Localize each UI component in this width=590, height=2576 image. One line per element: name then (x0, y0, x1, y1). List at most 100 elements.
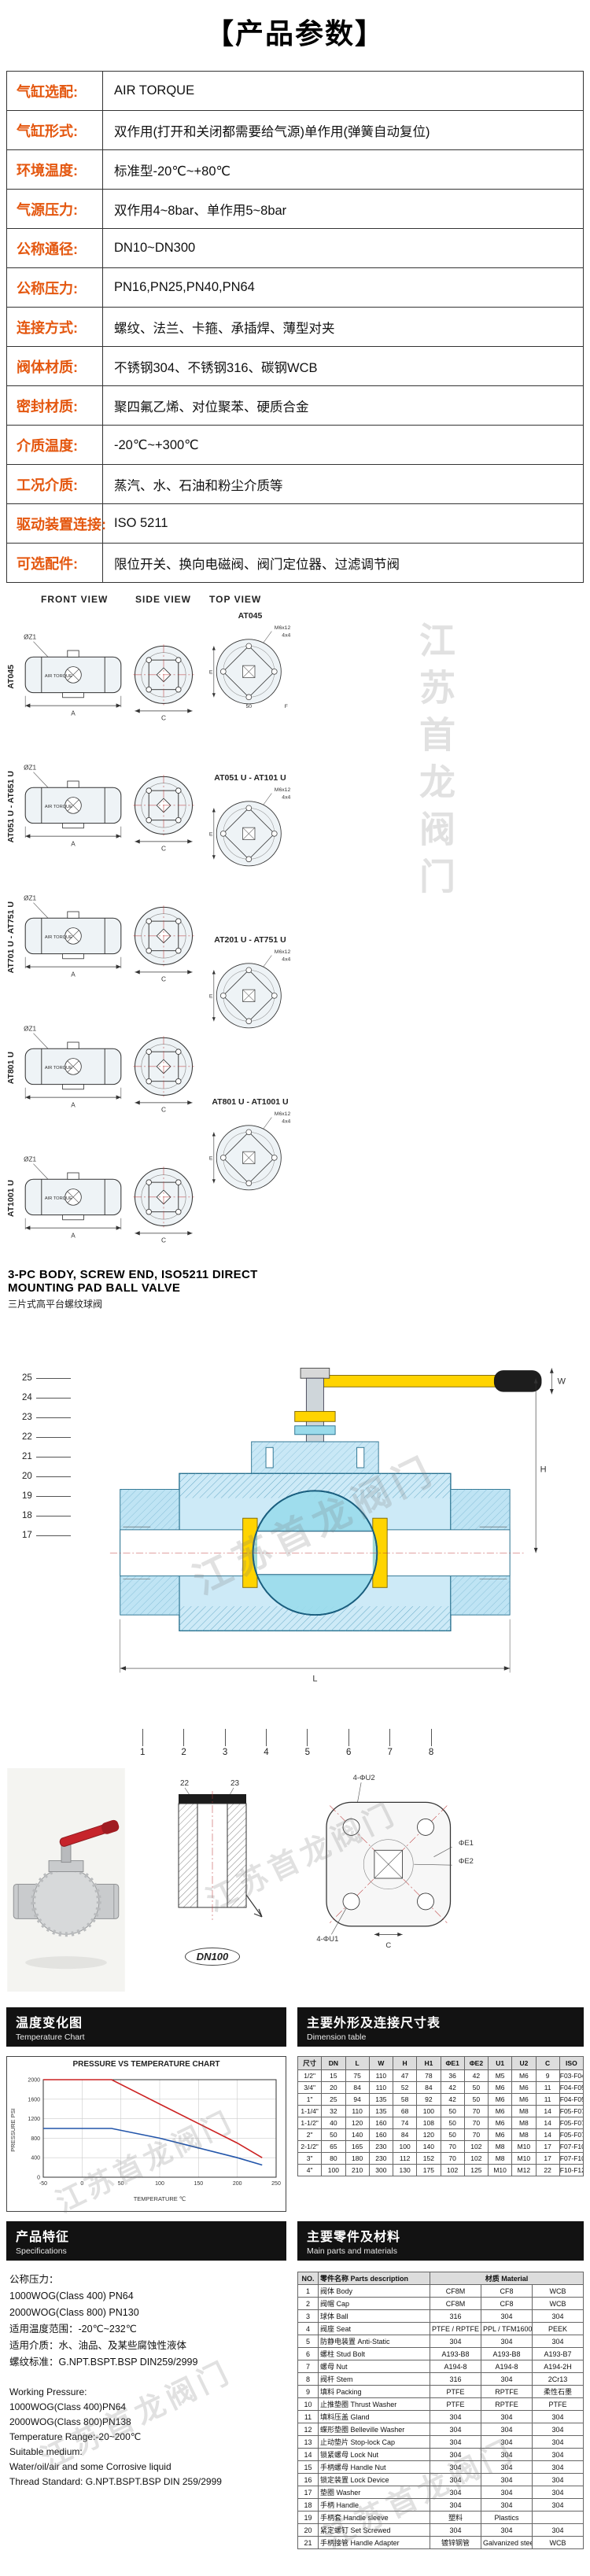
callout-leader-line (307, 1729, 308, 1746)
param-value: 双作用4~8bar、单作用5~8bar (114, 203, 287, 218)
svg-text:PRESSURE PSI: PRESSURE PSI (9, 2108, 17, 2151)
param-value: 双作用(打开和关闭都需要给气源)单作用(弹簧自动复位) (114, 124, 430, 139)
header-zh: 主要零件及材料 (307, 2231, 401, 2244)
param-row: 公称压力: PN16,PN25,PN40,PN64 (7, 268, 583, 308)
svg-text:A: A (71, 1232, 76, 1239)
param-label: 气源压力: (7, 190, 103, 228)
part-callout: 7 (387, 1729, 393, 1757)
svg-text:C: C (161, 1105, 166, 1113)
section-header-specifications: 产品特征 Specifications (6, 2221, 286, 2261)
part-row: 18 手柄 Handle 304 304 304 (297, 2498, 584, 2512)
svg-text:M6x12: M6x12 (275, 949, 291, 955)
dimension-column-header: ΦE1 (440, 2056, 465, 2070)
part-callout: 2 (181, 1729, 186, 1757)
param-row: 气缸形式: 双作用(打开和关闭都需要给气源)单作用(弹簧自动复位) (7, 111, 583, 150)
svg-text:L: L (312, 1675, 317, 1684)
part-row: 10 止推垫圈 Thrust Washer PTFE RPTFE PTFE (297, 2397, 584, 2411)
part-callout: 5 (305, 1729, 310, 1757)
svg-text:AIR TORQUE: AIR TORQUE (45, 1196, 72, 1201)
parts-header-row: NO. 零件名称 Parts description 材质 Material (297, 2272, 584, 2285)
svg-text:4-ΦU2: 4-ΦU2 (353, 1774, 375, 1782)
part-callout: 17 (22, 1531, 71, 1540)
svg-text:A: A (71, 840, 76, 847)
front-view-header: FRONT VIEW (41, 594, 109, 605)
actuator-side-view-drawing: C (133, 644, 194, 721)
spec-line: 适用介质：水、油品、及某些腐蚀性液体 (9, 2340, 187, 2351)
svg-text:C: C (161, 844, 166, 852)
actuator-front-view-drawing: ØZ1 AIR TORQUE (24, 1026, 122, 1108)
part-row: 15 手柄螺母 Handle Nut 304 304 304 (297, 2460, 584, 2474)
svg-text:800: 800 (31, 2136, 40, 2142)
pressure-temperature-chart: PRESSURE VS TEMPERATURE CHART TEMPERATUR… (6, 2056, 286, 2212)
spec-line: Working Pressure: (9, 2386, 87, 2397)
part-callout: 8 (429, 1729, 433, 1757)
svg-text:-50: -50 (39, 2181, 47, 2187)
section-header-temperature-chart: 温度变化图 Temperature Chart (6, 2007, 286, 2047)
svg-text:100: 100 (155, 2181, 164, 2187)
svg-text:200: 200 (233, 2181, 242, 2187)
param-label: 连接方式: (7, 308, 103, 346)
param-row: 连接方式: 螺纹、法兰、卡箍、承插焊、薄型对夹 (7, 308, 583, 347)
callout-leader-line (430, 1729, 432, 1746)
param-label: 气缸选配: (7, 72, 103, 110)
part-row: 13 止动垫片 Stop-lock Cap 304 304 304 (297, 2435, 584, 2449)
header-zh: 温度变化图 (16, 2017, 83, 2030)
svg-text:E: E (209, 993, 213, 999)
param-label: 阀体材质: (7, 347, 103, 385)
page-title: 【产品参数】 (205, 17, 385, 50)
part-row: 7 螺母 Nut A194-8 A194-8 A194-2H (297, 2360, 584, 2373)
svg-text:2000: 2000 (28, 2078, 40, 2084)
actuator-top-view-item: AT045 M6x12 4x4 (206, 611, 294, 773)
valve-product-photo (7, 1768, 125, 1992)
product-parameters-table: 气缸选配: AIR TORQUE 气缸形式: 双作用(打开和关闭都需要给气源)单… (6, 71, 584, 583)
param-row: 气源压力: 双作用4~8bar、单作用5~8bar (7, 190, 583, 229)
top-view-model-label: AT201 U - AT751 U (214, 935, 286, 945)
param-label: 密封材质: (7, 386, 103, 425)
dimension-column-header: U2 (511, 2056, 537, 2070)
actuator-view-row: AT801 U ØZ1 AIR TORQUE (6, 1003, 203, 1133)
part-row: 1 阀体 Body CF8M CF8 WCB (297, 2284, 584, 2298)
param-value: 蒸汽、水、石油和粉尘介质等 (114, 478, 283, 493)
param-value: 不锈钢304、不锈钢316、碳钢WCB (114, 360, 318, 375)
specifications-english: Working Pressure: 1000WOG(Class 400)PN64 2… (9, 2385, 285, 2489)
valve-title-subtitle: 三片式高平台螺纹球阀 (8, 1299, 103, 1310)
seat-section-detail: 22 23 DN100 (149, 1768, 275, 1998)
svg-text:E: E (209, 669, 213, 675)
header-en: Dimension table (307, 2032, 367, 2042)
svg-text:AIR TORQUE: AIR TORQUE (45, 935, 72, 940)
actuator-view-row: AT045 ØZ1 AIR TORQUE (6, 611, 203, 742)
spec-line: 1000WOG(Class 400)PN64 (9, 2401, 127, 2412)
callout-leader-line (142, 1729, 143, 1746)
valve-cross-section-drawing: W (109, 1367, 566, 1684)
svg-text:4x4: 4x4 (282, 794, 290, 800)
dimension-column-header: W (368, 2056, 394, 2070)
svg-text:4-ΦU1: 4-ΦU1 (316, 1935, 338, 1944)
part-row: 8 阀杆 Stem 316 304 2Cr13 (297, 2372, 584, 2386)
actuator-side-view-drawing: C (133, 1166, 194, 1244)
valve-section-title: 3-PC BODY, SCREW END, ISO5211 DIRECT MOU… (8, 1268, 258, 1310)
actuator-top-view-item: AT051 U - AT101 U M6x12 4x4 (206, 773, 294, 935)
param-label: 可选配件: (7, 544, 103, 582)
callout-leader-line (35, 1397, 71, 1399)
param-value: 聚四氟乙烯、对位聚苯、硬质合金 (114, 400, 309, 415)
part-row: 16 锁定装置 Lock Device 304 304 304 (297, 2473, 584, 2486)
part-callout: 6 (346, 1729, 351, 1757)
actuator-top-view-drawing: M6x12 4x4 (209, 625, 291, 709)
svg-text:M6x12: M6x12 (275, 1111, 291, 1117)
dimension-column-header: DN (321, 2056, 346, 2070)
part-callout: 1 (140, 1729, 145, 1757)
header-zh: 主要外形及连接尺寸表 (307, 2017, 441, 2030)
spec-line: 1000WOG(Class 400) PN64 (9, 2290, 134, 2301)
part-row: 2 阀帽 Cap CF8M CF8 WCB (297, 2297, 584, 2310)
param-value: 螺纹、法兰、卡箍、承插焊、薄型对夹 (114, 321, 335, 336)
actuator-view-row: AT701 U - AT751 U ØZ1 AIR TORQUE (6, 872, 203, 1003)
callout-leader-line (389, 1729, 391, 1746)
param-row: 介质温度: -20℃~+300℃ (7, 426, 583, 465)
svg-text:TEMPERATURE ℃: TEMPERATURE ℃ (134, 2195, 186, 2202)
spec-line: 2000WOG(Class 800)PN138 (9, 2416, 131, 2427)
param-label: 环境温度: (7, 150, 103, 189)
svg-text:400: 400 (31, 2156, 40, 2161)
